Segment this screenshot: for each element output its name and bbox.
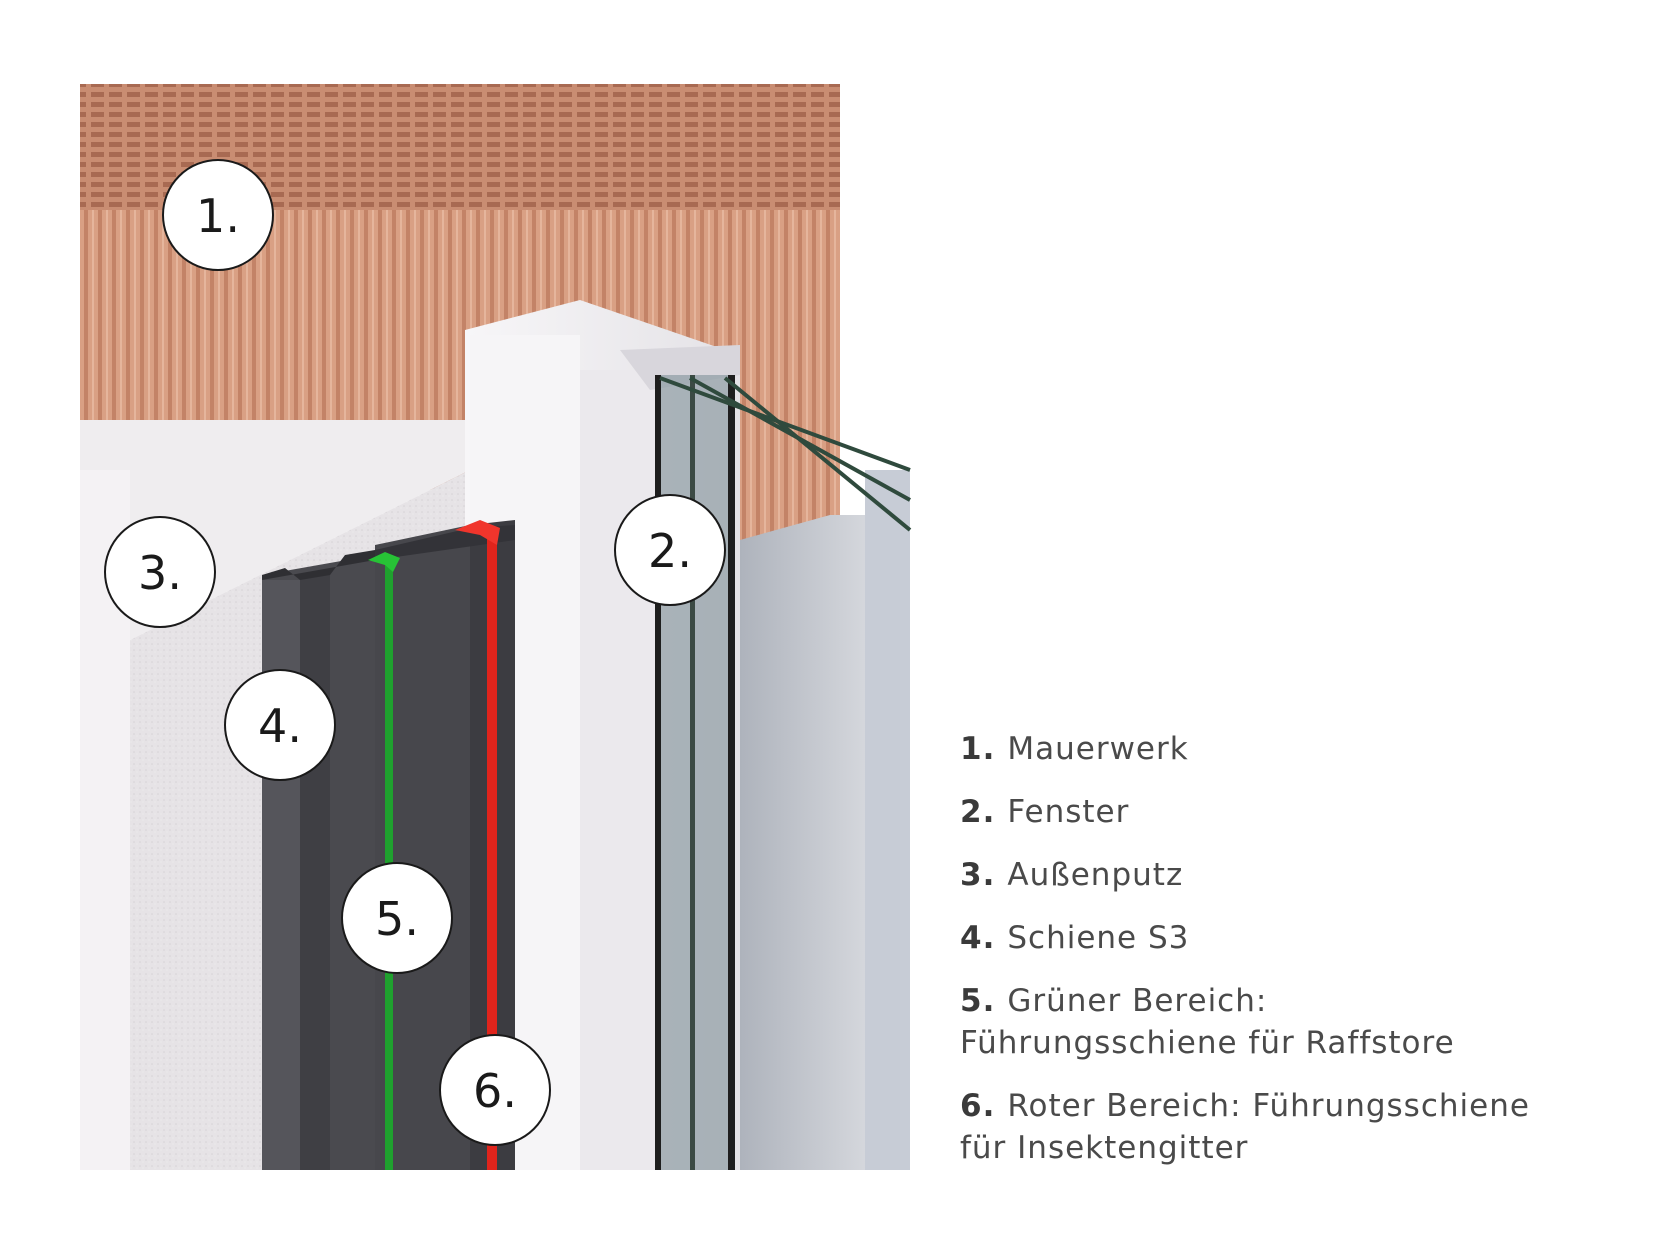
callout-label: 6. [473,1064,517,1118]
insect-screen-channel [455,520,500,1170]
legend-text-continued: für Insektengitter [960,1130,1249,1166]
legend-text: Schiene S3 [1007,920,1190,956]
callout-2: 2. [614,494,726,606]
legend-item-5: 5. Grüner Bereich: Führungsschiene für Ra… [960,980,1600,1064]
legend-item-1: 1. Mauerwerk [960,728,1600,770]
window-reveal [740,470,910,1170]
legend-text: Außenputz [1007,857,1184,893]
callout-3: 3. [104,516,216,628]
wall-section-diagram: 1. 2. 3. 4. 5. 6. [80,84,912,1170]
legend-item-4: 4. Schiene S3 [960,917,1600,959]
legend: 1. Mauerwerk 2. Fenster 3. Außenputz 4. Schi… [960,728,1600,1190]
legend-number: 2. [960,794,996,830]
legend-number: 1. [960,731,996,767]
callout-label: 1. [196,189,240,243]
legend-item-6: 6. Roter Bereich: Führungsschiene für Ins… [960,1085,1600,1169]
legend-number: 4. [960,920,996,956]
callout-6: 6. [439,1034,551,1146]
legend-text: Mauerwerk [1007,731,1189,767]
legend-number: 3. [960,857,996,893]
legend-item-2: 2. Fenster [960,791,1600,833]
callout-5: 5. [341,862,453,974]
callout-label: 3. [138,546,182,600]
legend-text-continued: Führungsschiene für Raffstore [960,1025,1455,1061]
callout-label: 4. [258,699,302,753]
callout-label: 5. [375,892,419,946]
legend-number: 5. [960,983,996,1019]
legend-item-3: 3. Außenputz [960,854,1600,896]
callout-1: 1. [162,159,274,271]
callout-label: 2. [648,524,692,578]
legend-text: Grüner Bereich: [1007,983,1268,1019]
legend-text: Fenster [1007,794,1130,830]
legend-text: Roter Bereich: Führungsschiene [1007,1088,1530,1124]
legend-number: 6. [960,1088,996,1124]
callout-4: 4. [224,669,336,781]
